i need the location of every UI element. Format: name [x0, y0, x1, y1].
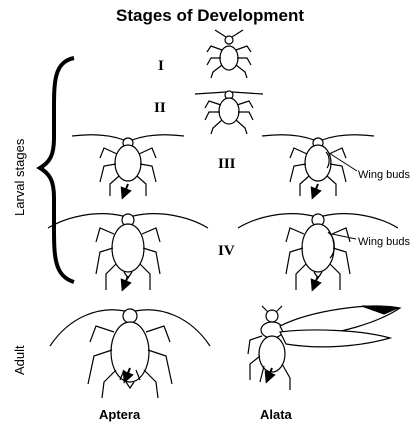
adult-aptera [50, 309, 210, 398]
cauda-arrow-iii-right [314, 184, 318, 194]
larval-brace [40, 58, 74, 282]
wing-buds-leader-iv [332, 234, 356, 239]
nymph-stage-iii-left [72, 135, 184, 196]
nymph-stage-iii-right [262, 135, 374, 196]
adult-alata [248, 306, 400, 390]
nymph-stage-ii [195, 91, 263, 134]
cauda-arrow-iii-left [124, 184, 128, 194]
nymph-stage-i [207, 30, 251, 78]
cauda-arrow-iv-left [124, 276, 128, 286]
cauda-arrow-iv-right [314, 276, 318, 286]
